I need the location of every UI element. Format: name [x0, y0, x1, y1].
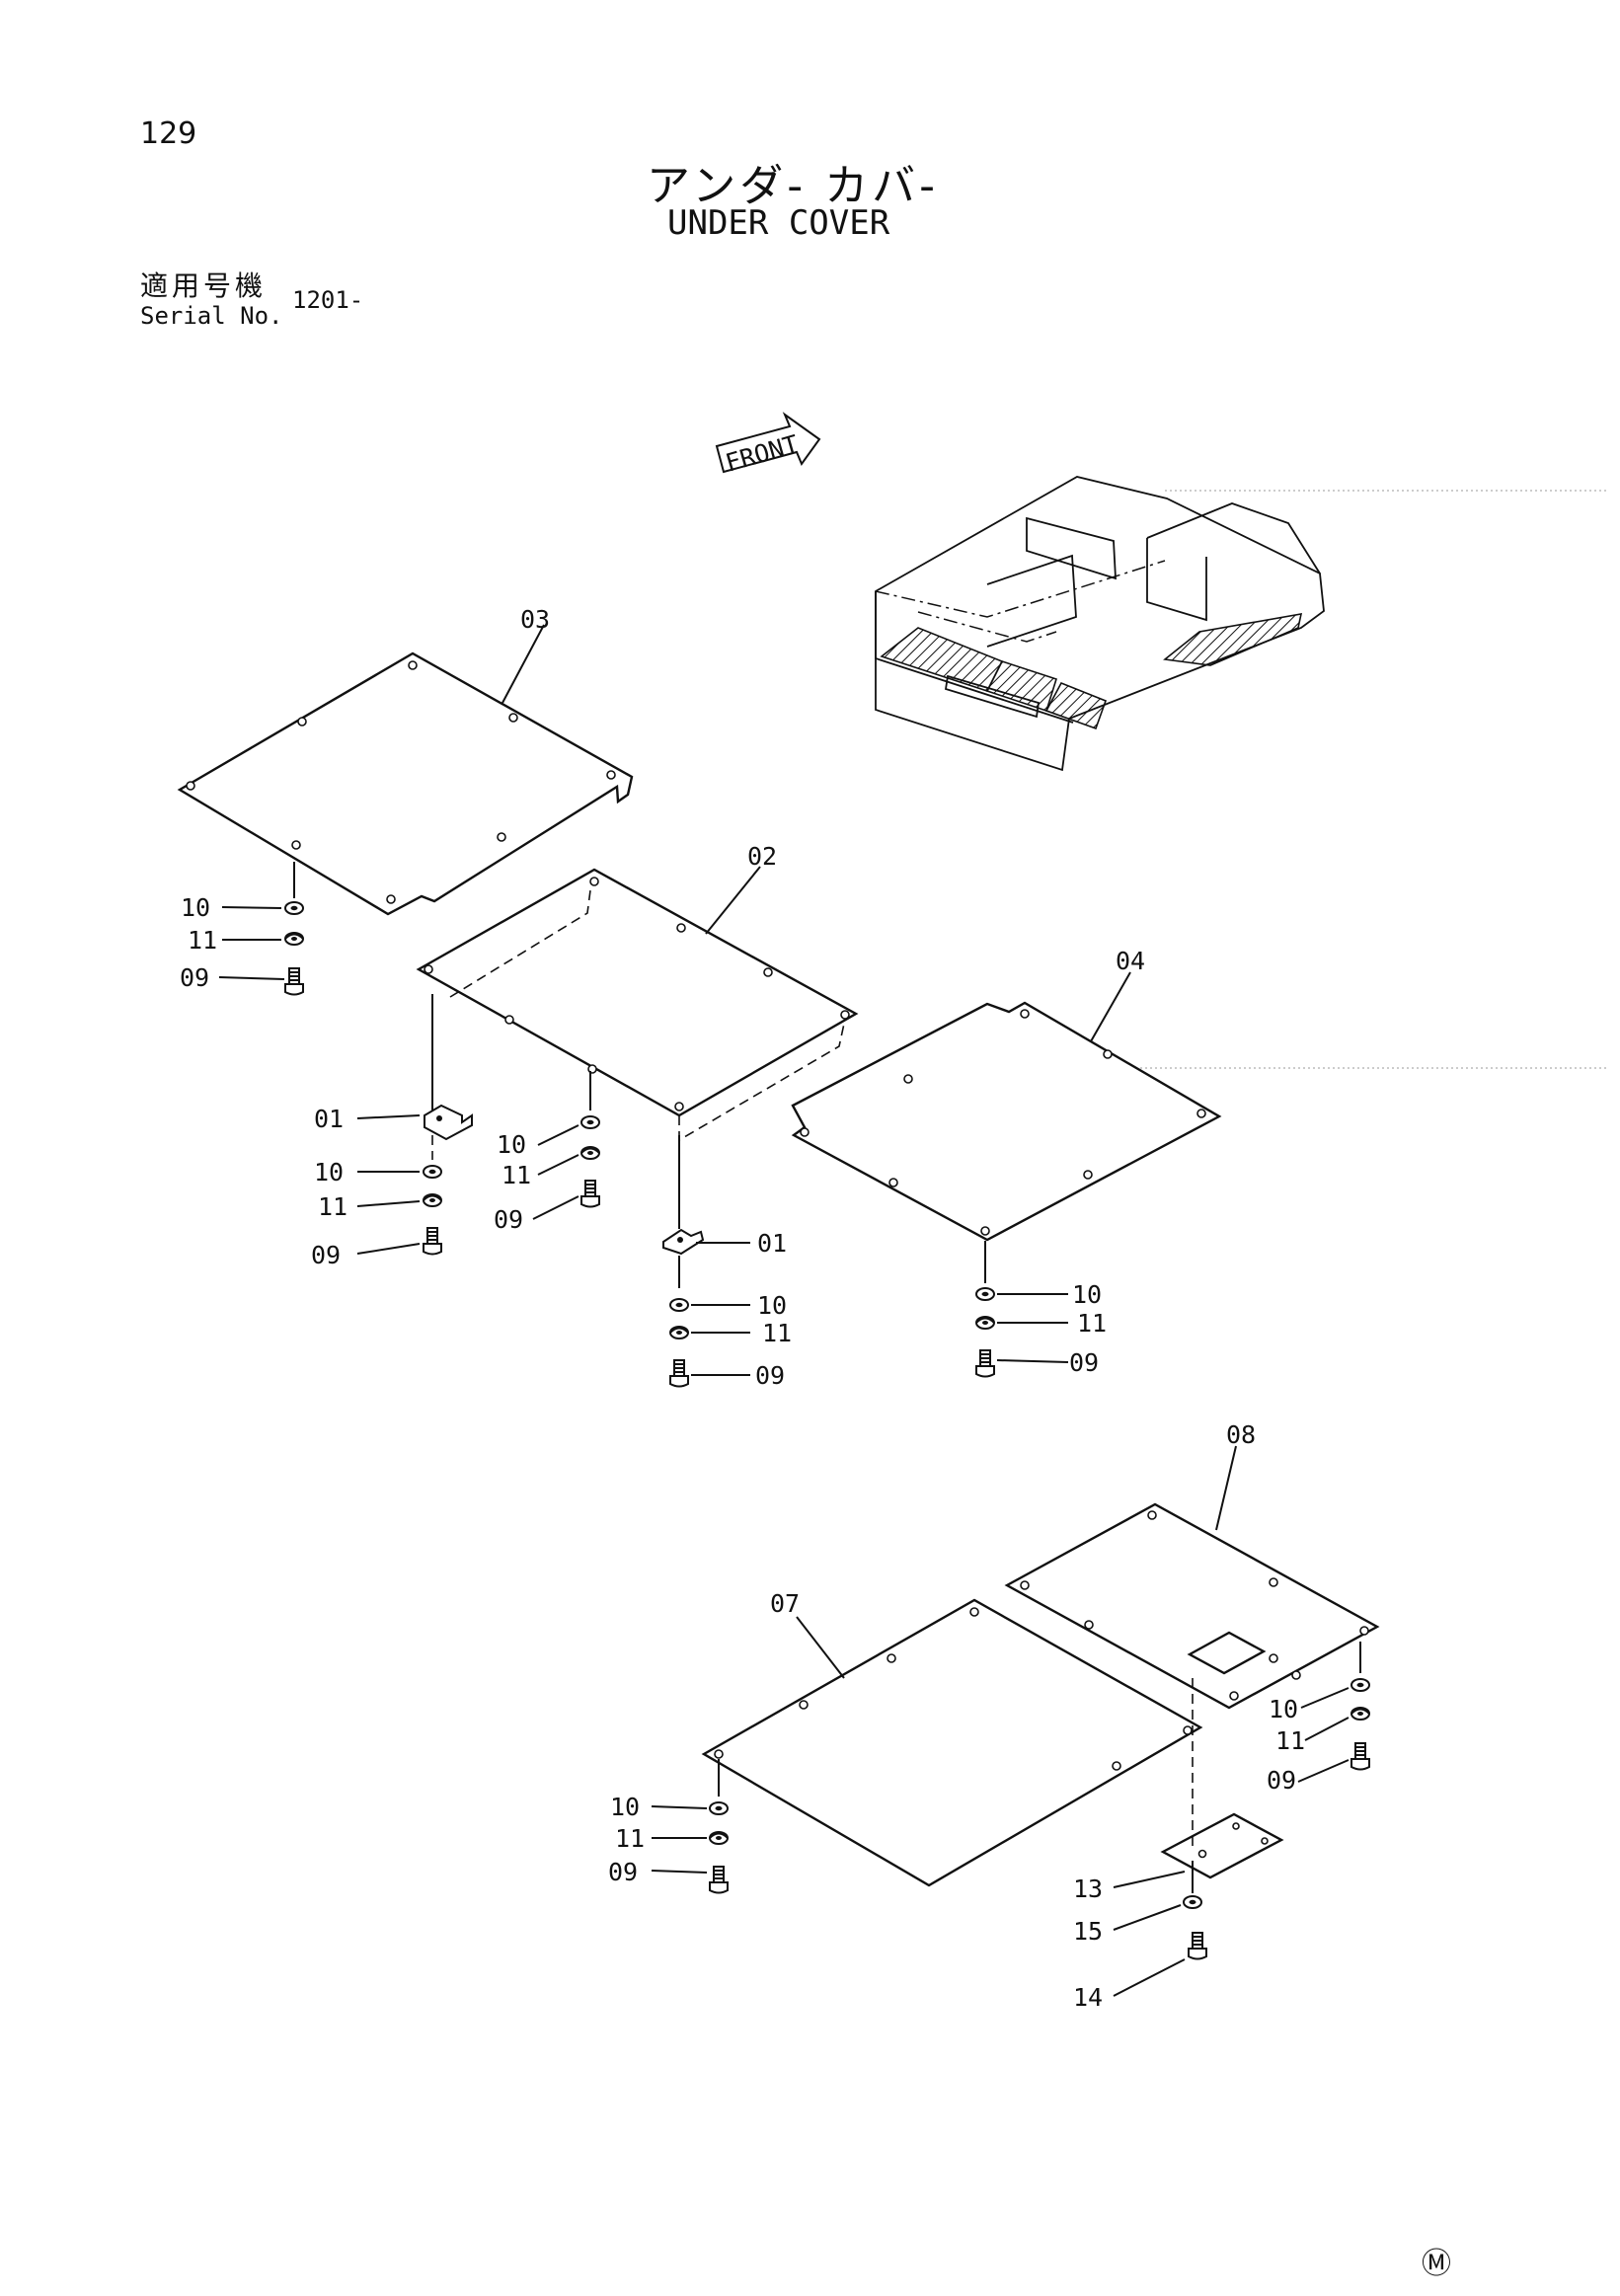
callout-09d: 09	[755, 1361, 785, 1390]
callout-11d: 11	[762, 1319, 792, 1347]
under-cover-plate-02: 02	[416, 842, 859, 1142]
callout-10g: 10	[1269, 1695, 1298, 1723]
hardware-stack-e: 10 11 09	[975, 1280, 1107, 1378]
under-cover-plate-04: 04	[791, 947, 1222, 1242]
hardware-stack-f: 10 11 09	[608, 1793, 729, 1894]
under-cover-plate-07: 07	[701, 1589, 1203, 1887]
hardware-stack-a: 10 11 09	[180, 893, 304, 996]
callout-08: 08	[1226, 1420, 1256, 1449]
under-cover-plate-08: 08	[1004, 1420, 1380, 1710]
callout-09b: 09	[311, 1241, 341, 1269]
callout-09a: 09	[180, 963, 209, 992]
hardware-stack-b: 01 10 11 09	[311, 1105, 442, 1269]
callout-11a: 11	[188, 926, 217, 955]
callout-11c: 11	[501, 1161, 531, 1189]
callout-09f: 09	[608, 1858, 638, 1886]
callout-07: 07	[770, 1589, 800, 1618]
front-arrow-icon: FRONT	[715, 412, 821, 478]
hardware-stack-c: 10 11 09	[494, 1115, 600, 1234]
callout-11g: 11	[1275, 1726, 1305, 1755]
page-number: 129	[140, 116, 197, 151]
serial-label-japanese: 適用号機	[140, 269, 268, 302]
callout-11b: 11	[318, 1192, 347, 1221]
callout-10a: 10	[181, 893, 210, 922]
callout-10f: 10	[610, 1793, 640, 1821]
plate-13	[1160, 1812, 1284, 1879]
hardware-stack-g: 10 11 09	[1267, 1678, 1370, 1795]
hardware-stack-d: 01 10 11 09	[669, 1229, 792, 1390]
serial-label-english: Serial No.	[140, 302, 283, 330]
under-cover-plate-03: 03	[177, 605, 634, 916]
callout-13: 13	[1073, 1875, 1103, 1903]
callout-10d: 10	[757, 1291, 787, 1320]
callout-01a: 01	[314, 1105, 344, 1133]
callout-10c: 10	[497, 1130, 526, 1159]
serial-number-value: 1201-	[292, 286, 364, 314]
front-label: FRONT	[723, 429, 802, 478]
bracket-01a	[424, 1104, 473, 1141]
callout-01b: 01	[757, 1229, 787, 1258]
hardware-stack-h: 13 15 14	[1073, 1871, 1207, 2012]
callout-15: 15	[1073, 1917, 1103, 1946]
callout-09e: 09	[1069, 1348, 1099, 1377]
title-japanese: アンダ- カバ-	[647, 161, 939, 211]
assembly-lines	[293, 862, 1361, 1893]
callout-09g: 09	[1267, 1766, 1296, 1795]
callout-14: 14	[1073, 1983, 1103, 2012]
callout-11e: 11	[1077, 1309, 1107, 1338]
bracket-01b	[662, 1228, 705, 1256]
machine-body-outline	[875, 476, 1325, 772]
callout-04: 04	[1116, 947, 1145, 975]
callout-03: 03	[520, 605, 550, 634]
title-english: UNDER COVER	[667, 203, 890, 243]
callout-10e: 10	[1072, 1280, 1102, 1309]
callout-11f: 11	[615, 1824, 645, 1853]
footer-mark: Ⓜ	[1422, 2247, 1451, 2281]
callout-09c: 09	[494, 1205, 523, 1234]
callout-10b: 10	[314, 1158, 344, 1186]
callout-02: 02	[747, 842, 777, 871]
